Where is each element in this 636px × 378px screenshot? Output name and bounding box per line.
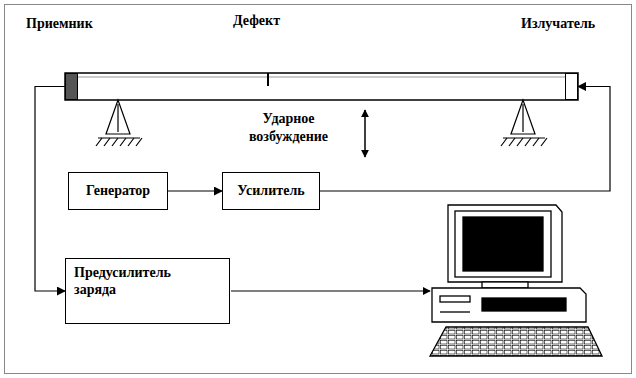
box-text: Усилитель <box>237 183 304 200</box>
box-text: Предусилитель заряда <box>74 265 154 299</box>
receiver-block: Приемник <box>65 73 78 100</box>
impact-label: Ударное возбуждение <box>226 110 351 145</box>
signal-arrow <box>231 290 430 291</box>
emitter-block: Излучатель <box>565 73 578 100</box>
test-bar <box>65 73 578 100</box>
defect-mark <box>267 73 269 86</box>
node-heading: Излучатель <box>521 16 595 32</box>
support-right <box>501 100 547 146</box>
signal-connector <box>35 87 65 292</box>
computer <box>430 205 602 356</box>
generator-box: Генератор <box>68 172 168 210</box>
preamp-box: Предусилитель заряда <box>65 258 230 324</box>
support-left <box>96 100 142 146</box>
amplifier-box: Усилитель <box>222 172 320 210</box>
impact-arrow <box>364 110 366 157</box>
defect-label: Дефект <box>233 12 280 30</box>
box-text: Генератор <box>86 183 150 200</box>
frame <box>5 5 632 374</box>
signal-connector <box>320 87 610 192</box>
node-heading: Приемник <box>26 16 93 32</box>
bar-edge <box>66 77 577 78</box>
signal-connector <box>168 190 222 191</box>
